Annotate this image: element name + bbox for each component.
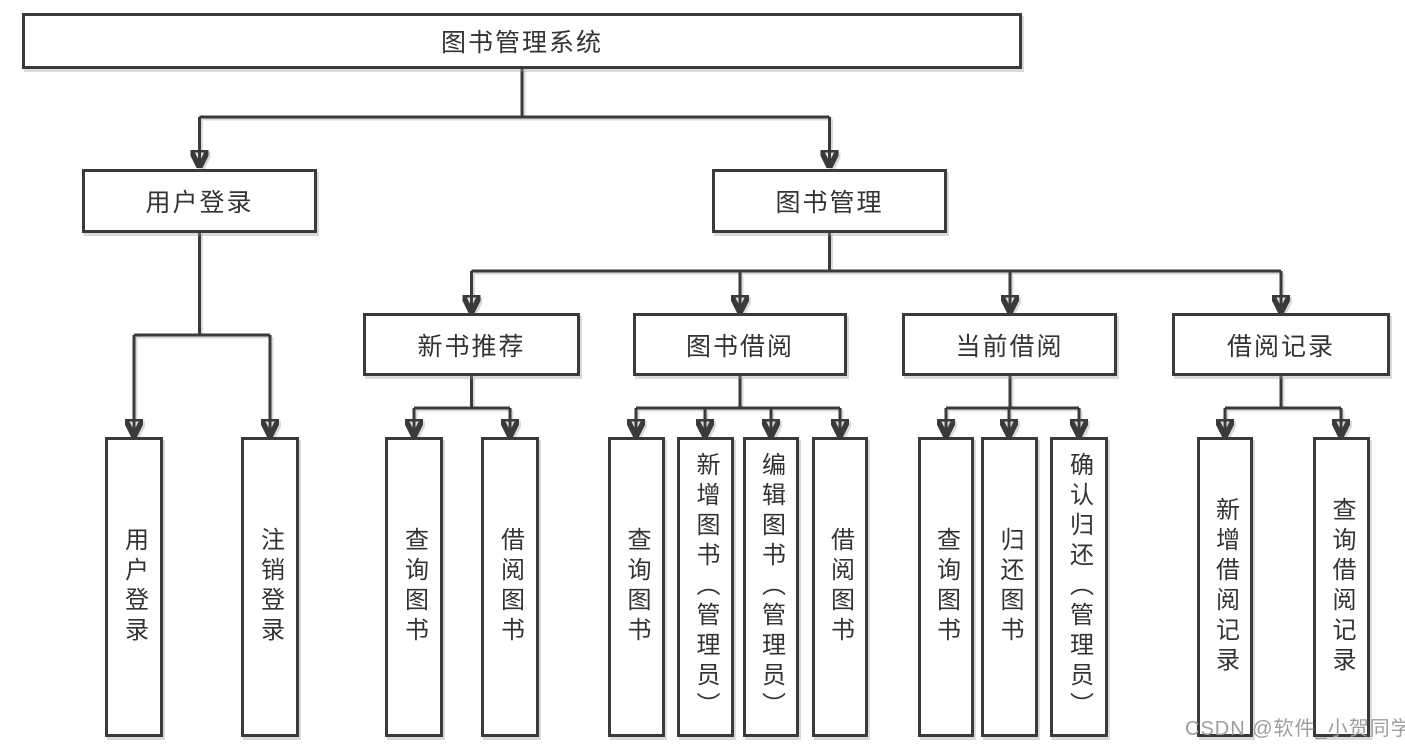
node-leaf-query-borrow-record: 查询借阅记录: [1313, 437, 1370, 737]
node-leaf-return-book: 归还图书: [981, 437, 1038, 737]
node-label: 借阅图书: [496, 527, 524, 647]
node-label: 新增借阅记录: [1211, 497, 1239, 677]
node-label: 注销登录: [256, 527, 284, 647]
node-leaf-query-books-1: 查询图书: [385, 437, 443, 737]
connector-newbooks-stem: [414, 376, 510, 410]
node-leaf-query-books-3: 查询图书: [918, 437, 974, 737]
node-book-management: 图书管理: [712, 169, 947, 233]
node-label: 图书管理系统: [440, 29, 603, 57]
node-book-borrow: 图书借阅: [633, 313, 847, 376]
csdn-watermark: CSDN @软件_小贺同学: [1185, 718, 1405, 740]
node-new-book-recommend: 新书推荐: [363, 313, 580, 376]
connector-borrowrecords-stem: [1225, 376, 1341, 410]
node-leaf-edit-book-admin: 编辑图书（管理员）: [743, 437, 799, 737]
node-label: 新书推荐: [417, 332, 526, 361]
node-label: 新增图书（管理员）: [692, 452, 719, 722]
node-label: 编辑图书（管理员）: [757, 452, 785, 722]
node-root-library-system: 图书管理系统: [22, 13, 1022, 69]
node-label: 图书借阅: [685, 332, 794, 361]
node-leaf-add-book-admin: 新增图书（管理员）: [677, 437, 734, 737]
node-label: 当前借阅: [955, 332, 1064, 361]
node-leaf-user-login: 用户登录: [105, 437, 163, 737]
node-label: 查询图书: [400, 527, 428, 647]
connector-root-stem: [199, 69, 830, 119]
node-label: 借阅记录: [1226, 332, 1335, 361]
node-label: 查询图书: [623, 527, 650, 647]
node-label: 查询图书: [932, 527, 960, 647]
connector-userlogin-stem: [134, 232, 270, 337]
node-leaf-query-books-2: 查询图书: [608, 437, 665, 737]
node-leaf-add-borrow-record: 新增借阅记录: [1197, 437, 1253, 737]
node-current-borrow: 当前借阅: [902, 313, 1117, 376]
connector-currentborrow-stem: [946, 376, 1079, 410]
node-label: 用户登录: [145, 189, 254, 217]
node-leaf-confirm-return-admin: 确认归还（管理员）: [1050, 437, 1108, 737]
node-leaf-logout-login: 注销登录: [241, 437, 299, 737]
node-user-login: 用户登录: [82, 169, 317, 233]
node-label: 确认归还（管理员）: [1065, 452, 1093, 722]
node-label: 借阅图书: [826, 527, 854, 647]
connector-bookborrow-stem: [636, 376, 840, 410]
node-leaf-borrow-books-1: 借阅图书: [481, 437, 539, 737]
node-label: 查询借阅记录: [1328, 497, 1355, 677]
node-leaf-borrow-books-2: 借阅图书: [812, 437, 868, 737]
node-borrow-records: 借阅记录: [1172, 313, 1390, 376]
connector-bookmgmt-stem: [471, 233, 1281, 273]
node-label: 用户登录: [120, 527, 148, 647]
node-label: 归还图书: [996, 527, 1023, 647]
node-label: 图书管理: [775, 189, 884, 217]
